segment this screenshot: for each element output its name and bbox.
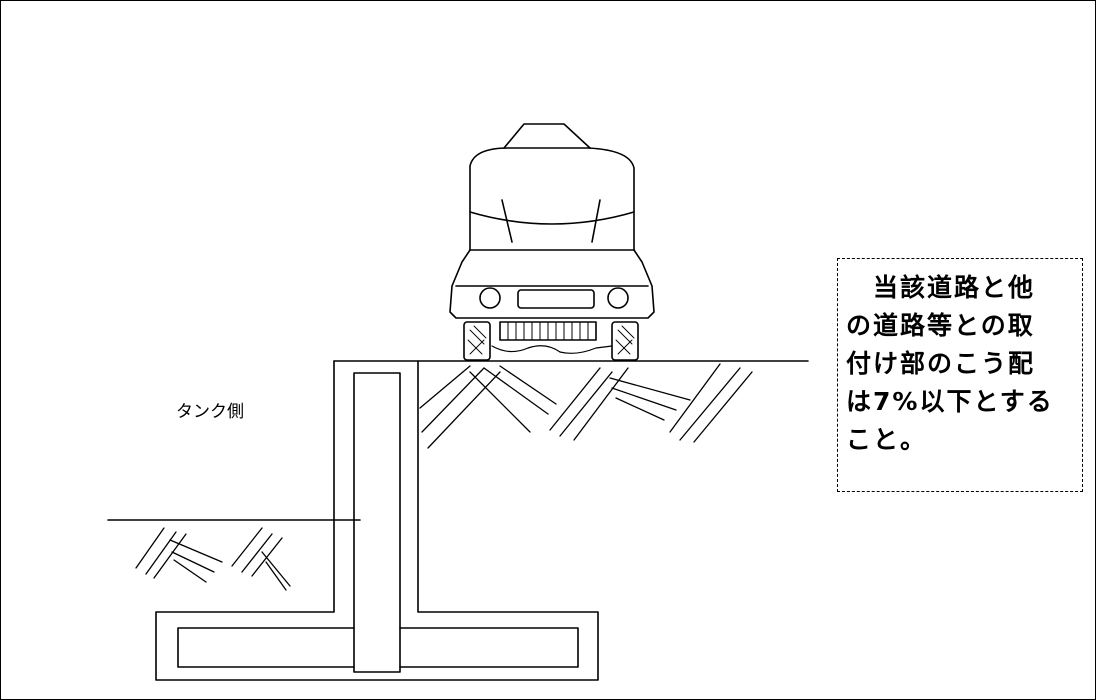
- front-grille: [517, 289, 595, 309]
- slope-note-box: 当該道路と他 の道路等との取 付け部のこう配 は7%以下とする こと。: [837, 258, 1083, 492]
- tank-body: [469, 147, 635, 251]
- tank-truck: [449, 123, 655, 361]
- soil-hatching-lower: [135, 527, 291, 591]
- wheel-left: [463, 321, 491, 361]
- cab-body: [449, 249, 655, 319]
- tank-top-dome: [503, 123, 591, 149]
- tank-side-label: タンク側: [176, 402, 244, 422]
- tank-band: [469, 211, 635, 225]
- retaining-wall: [155, 360, 599, 681]
- headlight-right: [607, 287, 629, 309]
- soil-hatching-upper: [419, 363, 753, 449]
- slope-note-text: 当該道路と他 の道路等との取 付け部のこう配 は7%以下とする こと。: [846, 273, 1054, 454]
- headlight-left: [479, 287, 501, 309]
- wheel-right: [611, 321, 639, 361]
